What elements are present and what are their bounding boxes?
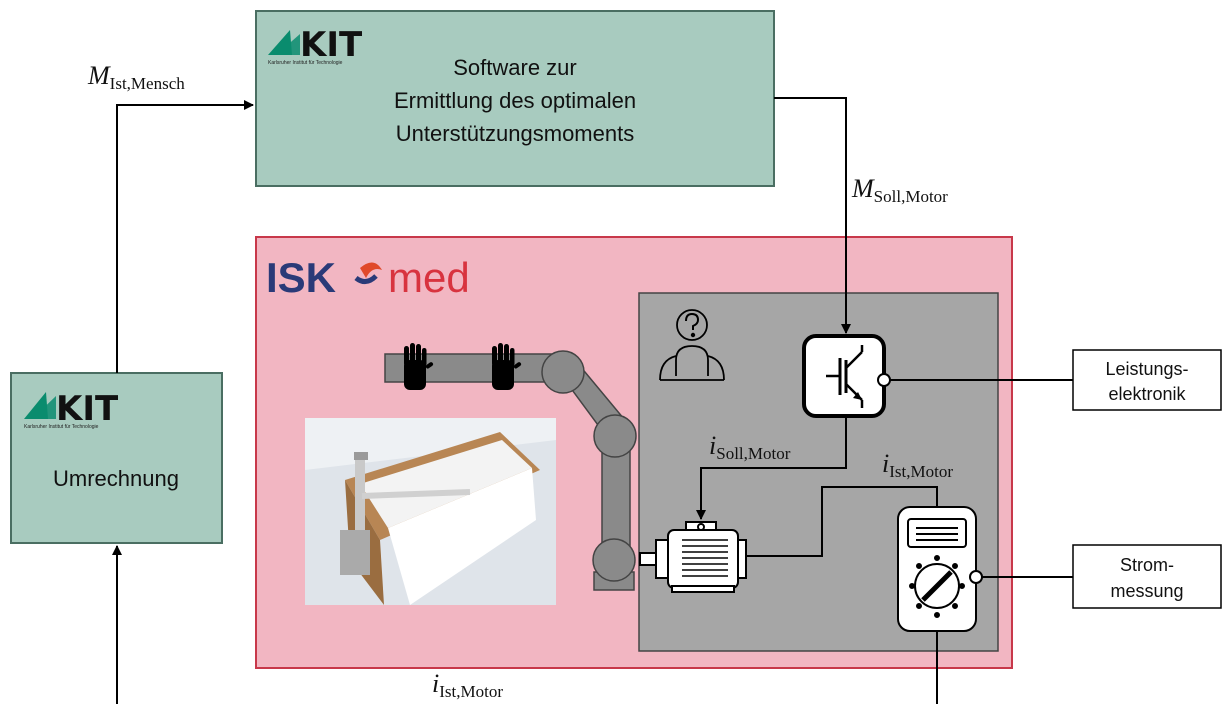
hand-icon <box>492 343 522 390</box>
umrechnung-label: Umrechnung <box>53 466 179 491</box>
label-m-ist-mensch: MIst,Mensch <box>87 61 185 93</box>
leistungselektronik-box: Leistungs- elektronik <box>1072 349 1222 411</box>
strom-line-1: Strom- <box>1120 555 1174 575</box>
kit-logo-subtitle: Karlsruher Institut für Technologie <box>268 60 343 66</box>
isko-logo-text: ISK <box>266 254 336 301</box>
bed-photo <box>305 418 556 605</box>
joint-1 <box>541 350 585 394</box>
strom-line-2: messung <box>1110 581 1183 601</box>
person-question-icon <box>659 309 725 381</box>
isko-logo-mark <box>360 262 382 278</box>
software-box: KIT Karlsruher Institut für Technologie … <box>255 10 775 187</box>
kit-logo-text-left: KIT <box>56 389 119 429</box>
line-i-ist-motor <box>746 486 938 557</box>
arrow-m-ist-mensch <box>116 100 254 373</box>
motor-icon <box>639 521 747 593</box>
device-base <box>340 530 370 575</box>
power-electronics-icon <box>802 334 886 418</box>
isko-logo-med: med <box>388 254 470 301</box>
joint-2 <box>593 414 637 458</box>
isko-region: ISK med <box>255 236 1013 669</box>
kit-logo-text: KIT <box>300 25 363 65</box>
software-line-3: Unterstützungsmoments <box>396 121 634 146</box>
hand-icon <box>404 343 434 390</box>
connector-dot <box>877 373 891 387</box>
umrechnung-box: KIT Karlsruher Institut für Technologie … <box>10 372 223 544</box>
kit-logo-left: KIT Karlsruher Institut für Technologie <box>24 389 119 430</box>
software-line-2: Ermittlung des optimalen <box>394 88 636 113</box>
label-i-ist-motor-bottom: iIst,Motor <box>432 669 503 701</box>
connector-dot <box>969 570 983 584</box>
isko-med-logo: ISK med <box>266 254 470 301</box>
kit-logo-subtitle-left: Karlsruher Institut für Technologie <box>24 424 99 430</box>
label-i-soll-motor: iSoll,Motor <box>709 431 791 463</box>
multimeter-icon <box>897 506 977 632</box>
leistung-line-1: Leistungs- <box>1105 359 1188 379</box>
joint-3 <box>592 538 636 582</box>
leistung-line-2: elektronik <box>1108 384 1186 404</box>
arrow-i-soll-motor <box>696 416 847 520</box>
arrow-m-soll-motor <box>774 97 851 334</box>
connections <box>112 97 1073 704</box>
label-m-soll-motor: MSoll,Motor <box>851 174 948 206</box>
kit-logo-top: KIT Karlsruher Institut für Technologie <box>268 25 363 66</box>
label-i-ist-motor-top: iIst,Motor <box>882 449 953 481</box>
software-line-1: Software zur <box>453 55 577 80</box>
strommessung-box: Strom- messung <box>1072 544 1222 609</box>
